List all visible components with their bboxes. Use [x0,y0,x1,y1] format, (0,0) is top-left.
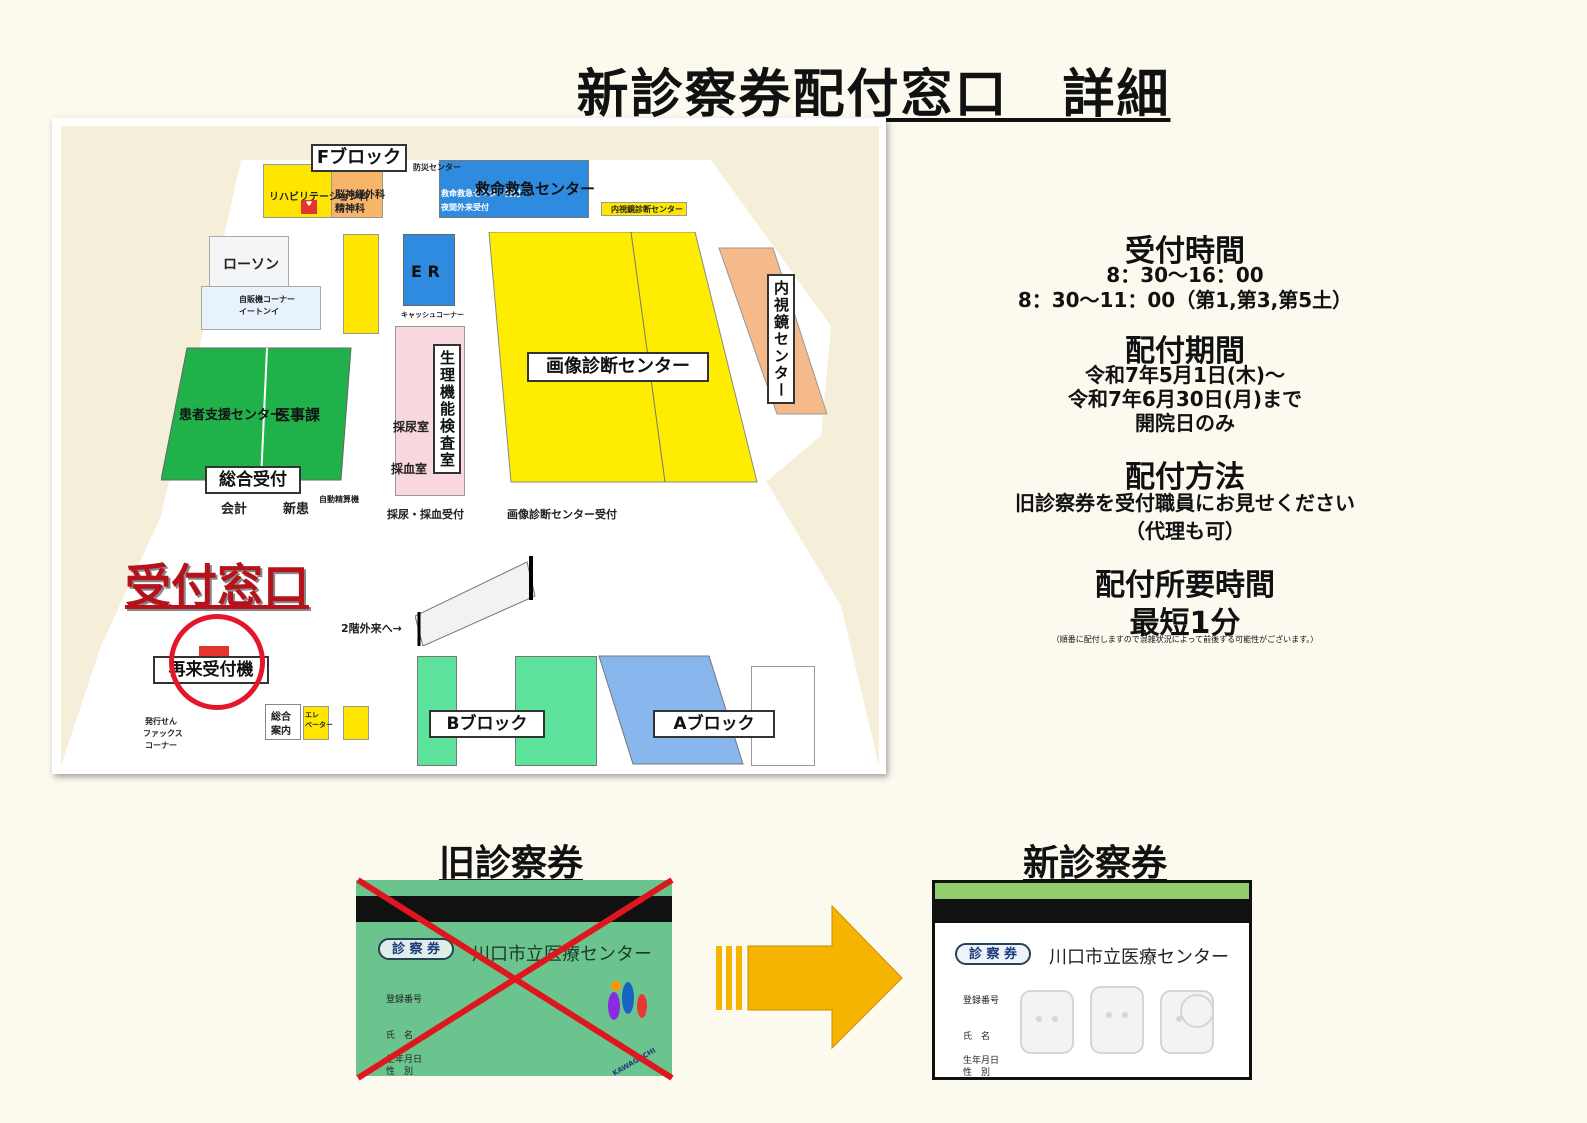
prescription-label-1: 発行せん [145,717,177,726]
cashier-label: 会計 [221,502,248,517]
atm-label-2: イートンイ [239,307,279,316]
er-area [403,234,455,306]
old-card-hospital: 川口市立医療センター [472,944,652,965]
urine-room-label: 採尿室 [393,420,430,434]
mascot-characters-icon [1020,986,1214,1054]
elevator-area-1 [303,706,329,740]
neuro-label-2: 精神科 [335,204,365,215]
new-card-birth: 生年月日 [963,1056,1000,1066]
elevator-area-2 [343,706,369,740]
escalator [415,556,536,646]
auto-pay-label: 自動精算機 [319,495,359,504]
rehab-label: リハビリテーション科 [269,192,369,203]
hours-line-2: 8：30～11：00（第1,第3,第5土） [1017,288,1353,312]
cashier-corner-label: キャッシュコーナー [401,311,464,319]
new-card-reg: 登録番号 [963,996,1000,1006]
old-card-reg: 登録番号 [386,995,423,1005]
lawson-label: ローソン [223,257,279,273]
prescription-label-3: コーナー [145,741,177,750]
new-card-badge: 診 察 券 [955,943,1031,965]
new-card-label: 新診察券 [1022,843,1167,884]
disaster-label: 防災センター [413,163,461,172]
general-reception-label: 総合受付 [205,466,301,494]
info-desk-label-2: 案内 [271,726,291,737]
atm-area [201,286,321,330]
arrow-icon [716,904,903,1050]
prescription-label-2: ファックス [143,729,183,738]
cross-out-icon [356,877,674,1081]
info-desk-area [265,704,301,740]
new-card: 診 察 券 川口市立医療センター 登録番号 氏 名 生年月日 性 別 [932,880,1252,1080]
old-card-sex: 性 別 [386,1067,414,1076]
info-desk-label-1: 総合 [271,712,291,723]
support-label: 患者支援センター [179,408,284,423]
method-line-2: （代理も可） [1125,519,1245,543]
endoscopy-small-area [601,202,687,216]
hours-line-1: 8：30～16：00 [1106,263,1264,287]
old-card-label: 旧診察券 [438,843,583,884]
period-line-2: 令和7年6月30日(月)まで [1068,387,1302,411]
er-label: E R [411,262,440,281]
physio-label: 生理機能検査室 [433,344,461,474]
old-card-badge: 診 察 券 [378,938,454,960]
a-block-label: Aブロック [653,710,775,738]
f-block-label: Fブロック [311,144,407,172]
endoscopy-label: 内視鏡センター [767,274,795,404]
time-heading: 配付所要時間 [1095,568,1275,603]
reception-window-label: 受付窓口 [125,559,309,613]
new-card-magstripe [935,899,1249,923]
new-card-name: 氏 名 [963,1032,991,1042]
method-heading: 配付方法 [1125,460,1245,495]
new-card-green-band [935,883,1249,899]
new-card-hospital: 川口市立医療センター [1049,947,1229,968]
old-card-name: 氏 名 [386,1031,414,1041]
imaging-label: 画像診断センター [527,352,709,382]
elevator-label-2: ベーター [305,721,333,729]
elevator-label-1: エレ [305,711,319,719]
page-title: 新診察券配付窓口 詳細 [576,65,1171,125]
highlight-circle [169,614,265,710]
period-line-3: 開院日のみ [1135,411,1235,435]
endoscopy-small-label: 内視鏡診断センター [611,205,683,214]
period-heading: 配付期間 [1125,334,1245,369]
atm-label-1: 自販機コーナー [239,295,295,304]
floor-map: リハビリテーション科 脳神経外科 精神科 ♥ Fブロック 救命救急センター受付 … [61,126,879,766]
neuro-label-1: 脳神経外科 [335,190,385,201]
medical-label: 医事課 [275,406,321,424]
er-center-sub1: 救命救急センター受付 [441,189,521,198]
b-block-label: Bブロック [429,710,545,738]
new-card-sex: 性 別 [963,1068,991,1078]
time-note: （順番に配付しますので混雑状況によって前後する可能性がございます。） [1051,635,1319,644]
er-center-label: 救命救急センター [475,180,596,198]
blood-room-label: 採血室 [391,462,428,476]
imaging-reception-label: 画像診断センター受付 [507,508,617,521]
aed-icon: ♥ [301,200,317,214]
support-area [161,347,352,481]
to-2f-label: 2階外来へ→ [341,622,402,635]
urine-blood-reception-label: 採尿・採血受付 [387,508,464,521]
kawaguchi-logo-icon [602,976,652,1048]
er-center-sub2: 夜間外来受付 [441,203,489,212]
new-patient-label: 新患 [283,502,310,517]
method-line-1: 旧診察券を受付職員にお見せください [1015,491,1355,515]
time-value: 最短1分 [1129,606,1241,641]
old-card-birth: 生年月日 [386,1055,423,1065]
period-line-1: 令和7年5月1日(木)～ [1084,363,1286,387]
er-center-area [439,160,589,218]
stairs-yellow [343,234,379,334]
hours-heading: 受付時間 [1125,234,1245,269]
